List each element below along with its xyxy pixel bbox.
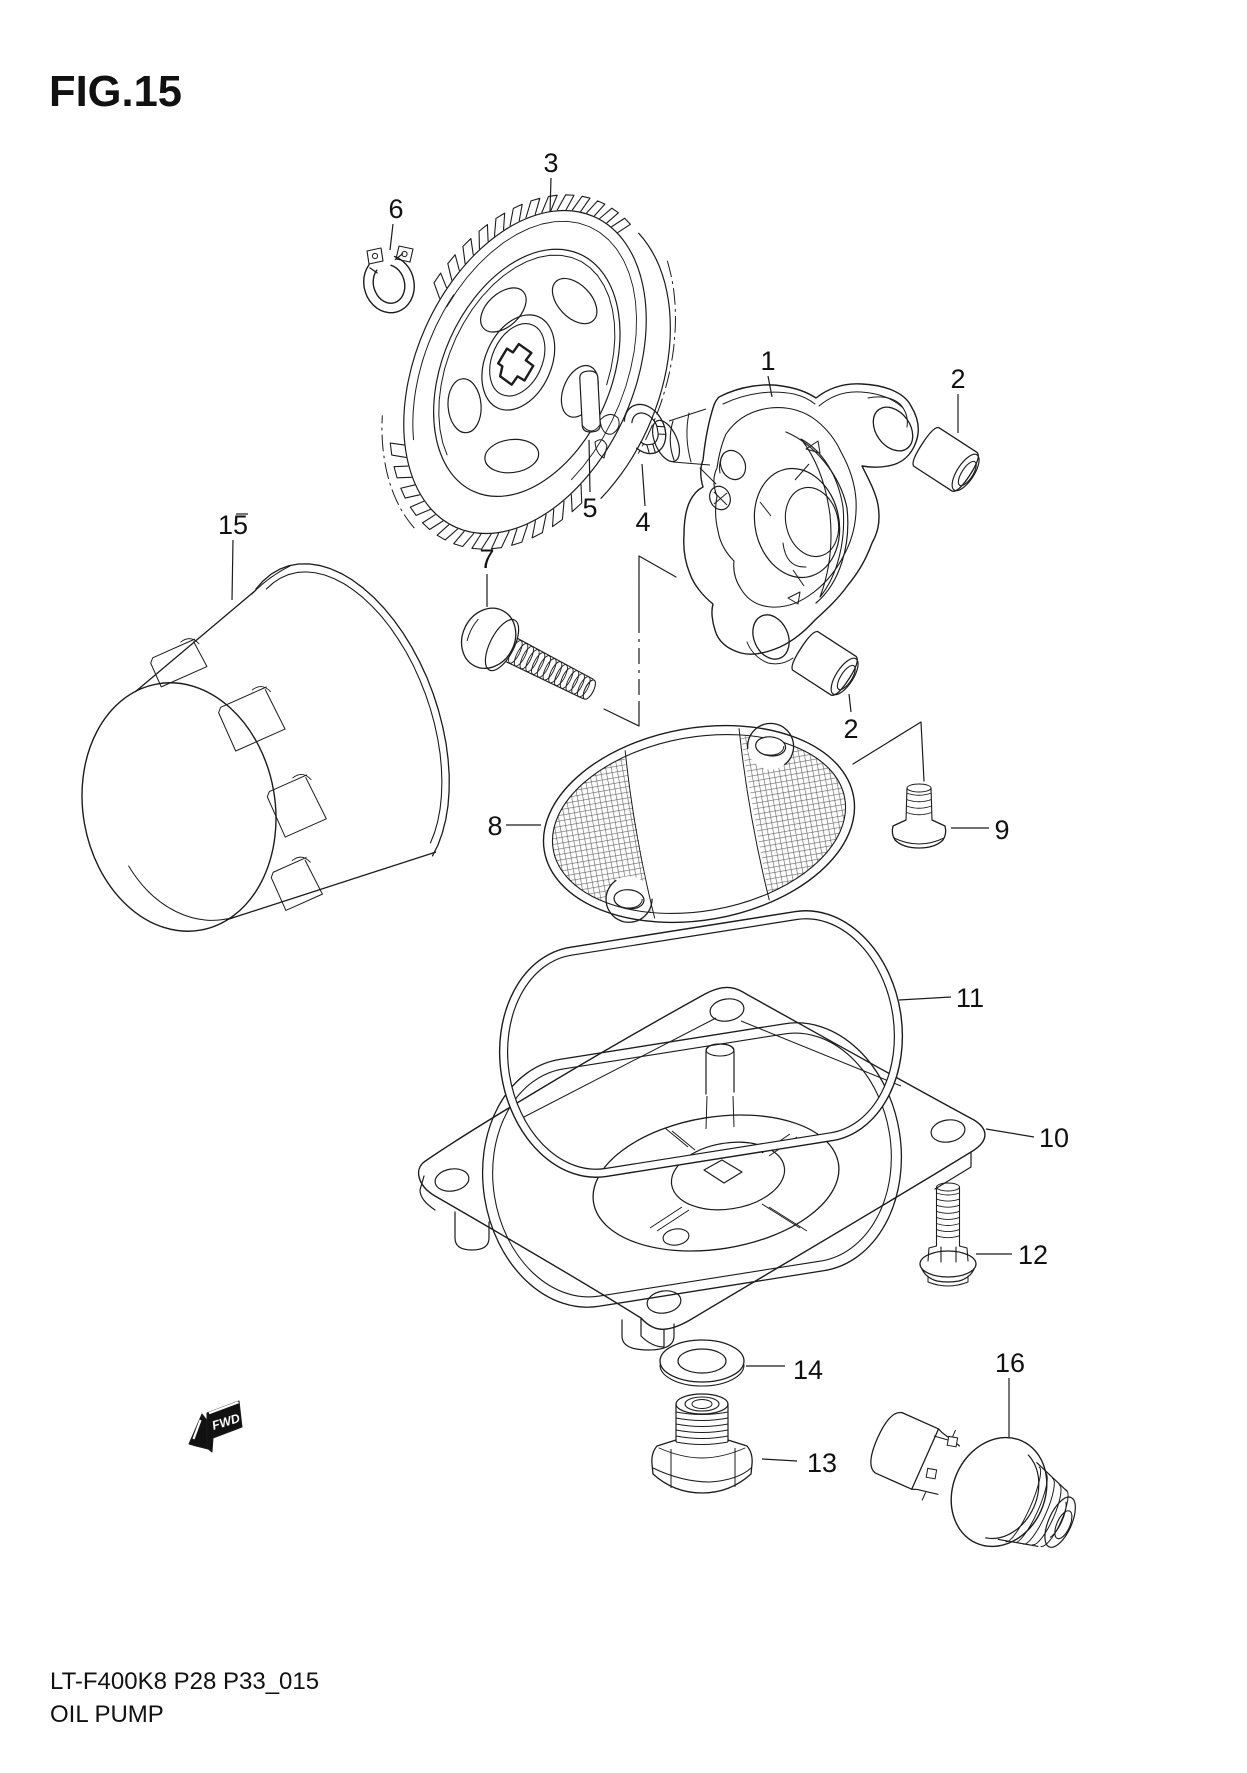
- svg-text:9: 9: [994, 815, 1009, 845]
- svg-text:12: 12: [1018, 1240, 1048, 1270]
- svg-text:5: 5: [582, 493, 597, 523]
- svg-text:OIL PUMP: OIL PUMP: [50, 1701, 164, 1728]
- svg-text:14: 14: [793, 1355, 823, 1385]
- svg-text:11: 11: [956, 983, 984, 1013]
- svg-text:7: 7: [479, 544, 494, 574]
- svg-text:LT-F400K8 P28 P33_015: LT-F400K8 P28 P33_015: [50, 1668, 319, 1695]
- svg-text:FIG.15: FIG.15: [49, 68, 182, 116]
- svg-text:2: 2: [843, 714, 858, 744]
- svg-text:10: 10: [1039, 1123, 1069, 1153]
- svg-text:16: 16: [995, 1348, 1025, 1378]
- svg-text:13: 13: [807, 1448, 837, 1478]
- svg-text:4: 4: [635, 507, 650, 537]
- svg-text:2: 2: [950, 364, 965, 394]
- svg-text:15: 15: [218, 510, 248, 540]
- svg-text:3: 3: [543, 148, 558, 178]
- svg-text:1: 1: [760, 346, 775, 376]
- svg-text:6: 6: [388, 194, 403, 224]
- svg-text:8: 8: [487, 811, 502, 841]
